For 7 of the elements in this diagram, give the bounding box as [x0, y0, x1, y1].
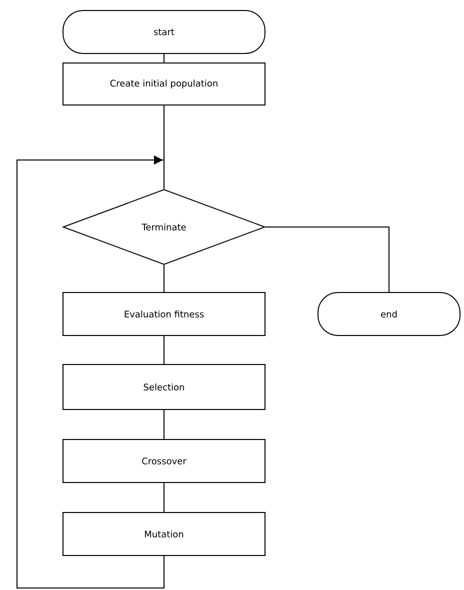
loop-arrow: [16, 155, 164, 588]
process-box: Selection: [62, 364, 266, 410]
process-box: Mutation: [62, 512, 266, 556]
process-box: Create initial population: [62, 62, 266, 106]
connector: [265, 226, 390, 292]
process-box: Crossover: [62, 439, 266, 483]
process-box: Evaluation fitness: [62, 292, 266, 336]
